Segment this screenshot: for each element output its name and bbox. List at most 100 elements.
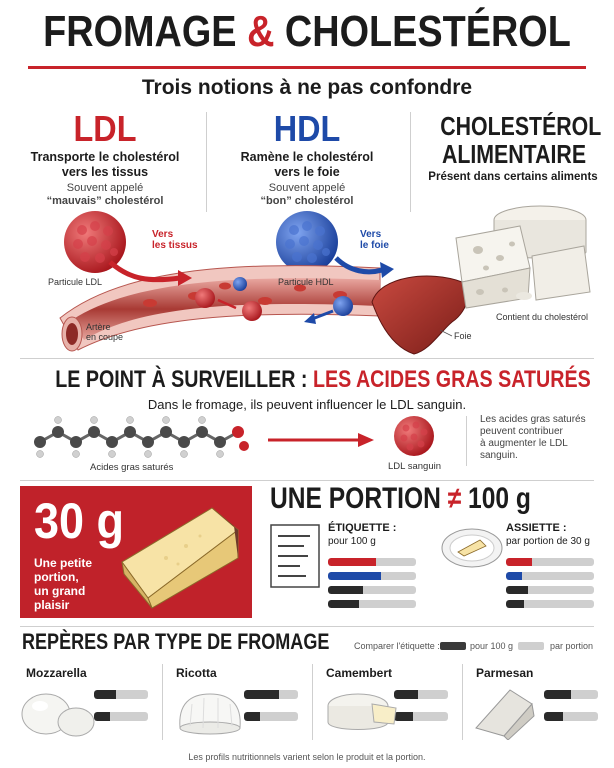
cheese-bar-fill [94,712,111,721]
reperes-title: REPÈRES PAR TYPE DE FROMAGE [22,629,330,654]
liver-label: Foie [454,331,472,341]
surveiller-title: LE POINT À SURVEILLER : LES ACIDES GRAS … [55,366,590,394]
portion-title-part2: 100 g [468,482,531,515]
cheese-wheel-icon [455,205,591,309]
cheese-name: Ricotta [176,666,217,680]
ricotta-icon [179,693,241,735]
portion-caption: Une petite portion, un grand plaisir [34,556,114,612]
alimentaire-heading1: CHOLESTÉROL [440,111,602,141]
legend-intro: Comparer l'étiquette : [354,641,440,651]
parmesan-icon [475,689,535,740]
artery-vessel [59,265,381,352]
cheese-bar-fill [394,690,419,699]
cheese-bar [544,712,598,721]
assiette-bar [506,572,594,580]
ldl-blood-label: LDL sanguin [388,461,441,472]
molecule-label: Acides gras saturés [90,462,174,473]
bar-fill [328,558,377,566]
cheese-bar [94,712,148,721]
hdl-note: Souvent appelé “bon” cholestérol [222,182,392,208]
portion-caption4: plaisir [34,598,70,612]
etiquette-bar [328,600,416,608]
cheese-bar-fill [244,690,280,699]
arrow-to-liver-icon [334,256,383,275]
cheese-cholesterol-label: Contient du cholestérol [496,312,589,322]
bar-fill [328,572,381,580]
liver-icon [371,275,469,355]
subtitle: Trois notions à ne pas confondre [141,76,473,99]
saturated-fat-note3: à augmenter le LDL [480,438,568,449]
ldl-note1: Souvent appelé [66,182,144,194]
cheese-bar-fill [544,712,563,721]
card-divider [162,664,163,740]
ldl-note: Souvent appelé “mauvais” cholestérol [20,182,190,208]
portion-caption1: Une petite [34,556,93,570]
cheese-name: Mozzarella [26,666,87,680]
fatty-acid-molecule-icon [34,416,249,458]
cheese-name: Camembert [326,666,393,680]
ldl-line1: Transporte le cholestérol [30,150,180,164]
section-divider [20,358,594,359]
hdl-particle-icon [276,211,338,273]
cheese-bar [94,690,148,699]
alimentaire-heading: CHOLESTÉROL ALIMENTAIRE [440,111,602,168]
arrow-to-tissues-icon [108,260,181,283]
portion-caption2: portion, [34,570,79,584]
title-ampersand: & [247,7,275,56]
footnote: Les profils nutritionnels varient selon … [188,752,426,762]
mozzarella-icon [21,693,95,737]
bar-fill [506,586,528,594]
section-divider [20,480,594,481]
saturated-fat-note2: peuvent contribuer [480,426,563,437]
artery-label2: en coupe [86,332,124,342]
legend-portion: par portion [550,641,594,651]
cheese-bar [544,690,598,699]
cheese-bar [394,712,448,721]
ldl-blood-particle-icon [394,416,434,456]
portion-caption3: un grand [34,584,86,598]
column-divider [206,112,207,212]
legend-swatch-portion [518,642,544,650]
saturated-fat-note: Les acides gras saturés peuvent contribu… [480,414,600,462]
artery-illustration [59,205,591,355]
title-part1: FROMAGE [43,7,237,56]
assiette-bar [506,600,594,608]
cheese-name: Parmesan [476,666,534,680]
hdl-note2: “bon” cholestérol [260,195,354,207]
plate-icon [441,528,503,568]
ldl-particle-label: Particule LDL [48,277,103,287]
fatty-acid-illustration [34,416,434,458]
ldl-note2: “mauvais” cholestérol [46,195,164,207]
saturated-fat-note4: sanguin. [480,450,518,461]
hdl-description: Ramène le cholestérol vers le foie [222,150,392,180]
tissues-arrow-label1: Vers [152,229,174,240]
hdl-note1: Souvent appelé [268,182,346,194]
ldl-particle-icon [64,211,126,273]
card-divider [312,664,313,740]
surveiller-title-part2: LES ACIDES GRAS SATURÉS [312,366,591,393]
legend-swatch-100g [440,642,466,650]
surveiller-title-part1: LE POINT À SURVEILLER : [55,366,308,393]
saturated-fat-note1: Les acides gras saturés [480,414,586,425]
tissues-arrow-label: Vers les tissus [152,229,198,251]
section-divider [20,626,594,627]
page-title: FROMAGE & CHOLESTÉROL [43,6,571,58]
liver-arrow-label2: le foie [360,240,389,251]
cheese-bar-fill [394,712,413,721]
etiquette-bar [328,572,416,580]
legend-100g: pour 100 g [470,641,514,651]
portion-title: UNE PORTION ≠ 100 g [270,482,531,516]
note-divider [466,416,467,466]
title-underline [28,66,586,69]
hdl-line1: Ramène le cholestérol [240,150,374,164]
assiette-bar [506,558,594,566]
bar-fill [506,558,533,566]
card-divider [462,664,463,740]
not-equal-icon: ≠ [447,482,462,515]
ldl-heading: LDL [73,108,137,149]
artery-label: Artère en coupe [86,322,123,342]
etiquette-title: ÉTIQUETTE : [328,522,397,534]
assiette-subtitle: par portion de 30 g [506,536,590,547]
ldl-description: Transporte le cholestérol vers les tissu… [20,150,190,180]
cheese-bar-fill [244,712,261,721]
